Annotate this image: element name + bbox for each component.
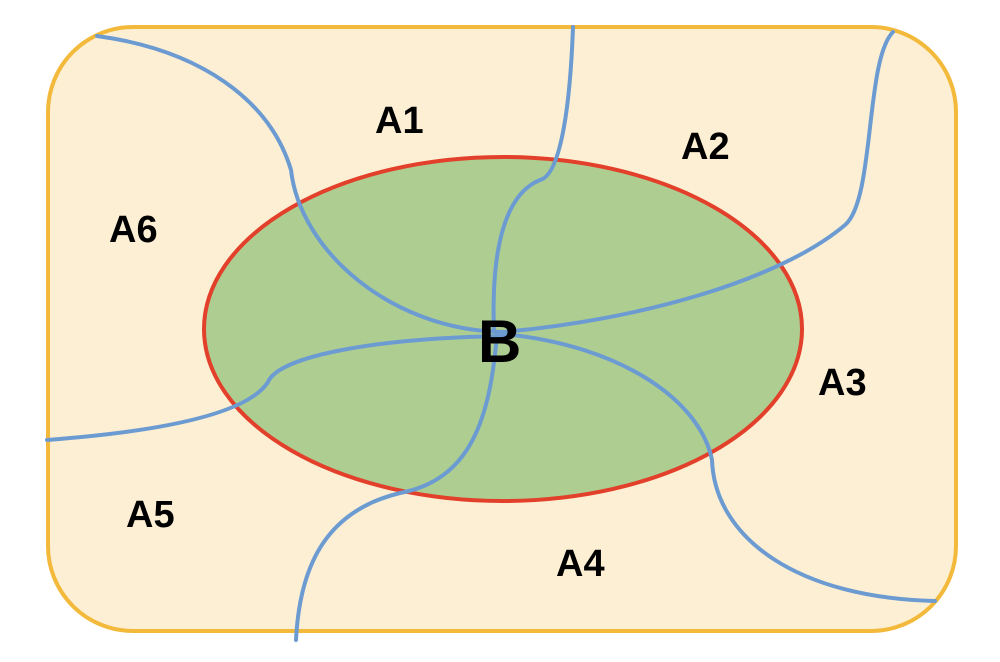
boundary-curve-a5-a6 [45, 334, 507, 442]
boundary-curve-a2-a3 [501, 30, 895, 334]
region-label-a2: A2 [681, 126, 730, 168]
boundary-curve-a4-a5 [294, 332, 499, 642]
center-label-b: B [478, 308, 521, 375]
region-label-a5: A5 [126, 494, 175, 536]
center-ellipse [202, 155, 804, 503]
boundary-curve-a3-a4 [501, 332, 937, 603]
boundary-curve-a1-a2 [491, 25, 575, 334]
region-label-a6: A6 [109, 209, 158, 251]
region-label-a1: A1 [375, 100, 424, 142]
region-label-a3: A3 [818, 362, 867, 404]
region-label-a4: A4 [556, 543, 605, 585]
boundary-curve-a6-a1 [95, 34, 505, 334]
